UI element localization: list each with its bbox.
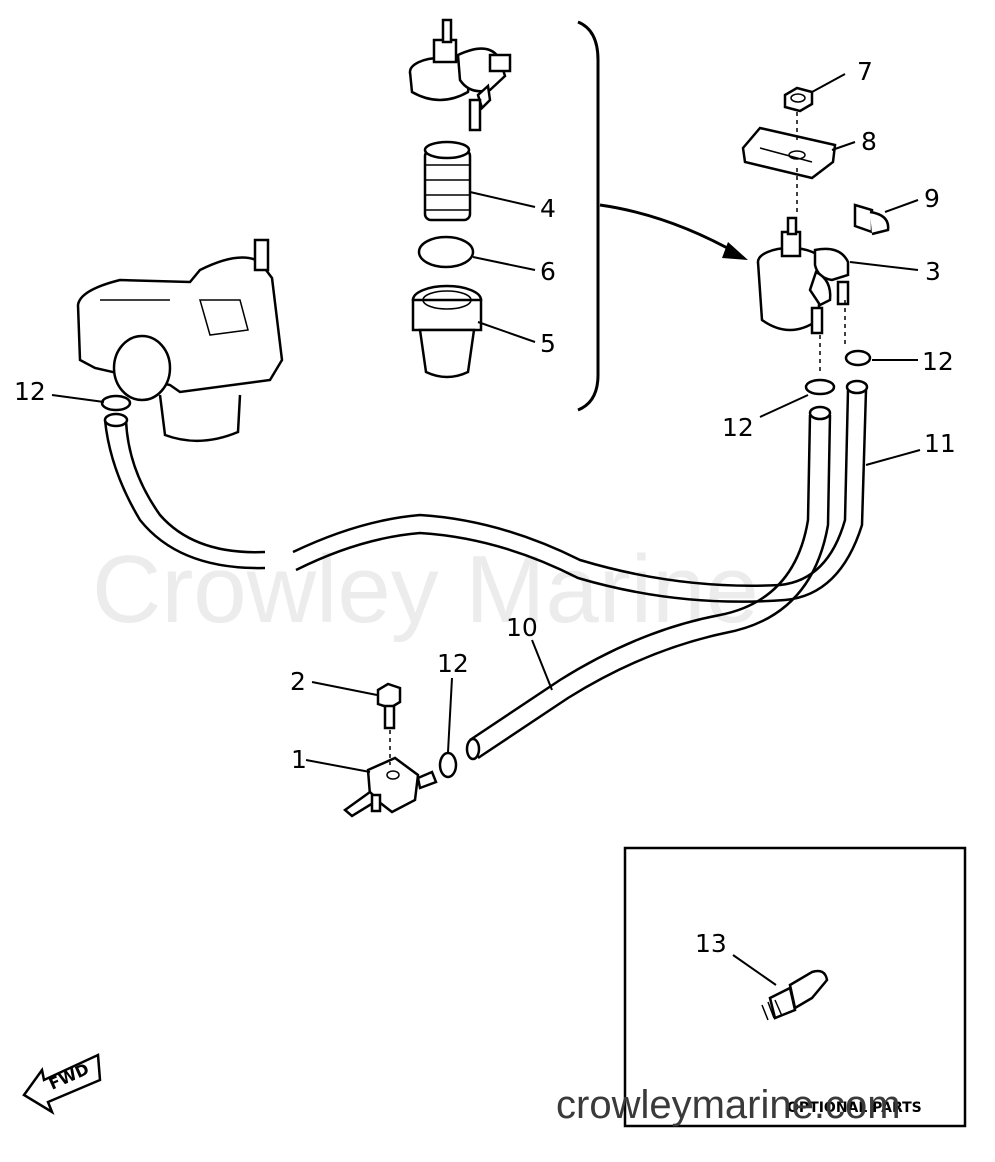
optional-parts-box (623, 846, 967, 1128)
callout-1: 1 (291, 745, 307, 774)
callout-7: 7 (857, 57, 873, 86)
group-bracket (577, 20, 600, 412)
callout-12-joint: 12 (437, 649, 469, 678)
joint (342, 756, 438, 818)
callout-2: 2 (290, 667, 306, 696)
clamp-filter-right (844, 349, 872, 367)
optional-part-connector (761, 969, 829, 1021)
callout-9: 9 (924, 184, 940, 213)
site-url: crowleymarine.com (556, 1083, 901, 1127)
callout-11: 11 (924, 429, 956, 458)
watermark-text: Crowley Marine (92, 536, 759, 643)
callout-3: 3 (925, 257, 941, 286)
filter-head-exploded (408, 18, 512, 132)
callout-12-filter-right: 12 (922, 347, 954, 376)
optional-parts-label: OPTIONAL PARTS (787, 1100, 922, 1116)
hose-11 (292, 389, 850, 587)
filter-element (423, 140, 472, 222)
callout-4: 4 (540, 194, 556, 223)
mounting-bracket (741, 126, 837, 180)
nut (783, 86, 814, 113)
carburetor (76, 238, 284, 443)
filter-cup (411, 284, 483, 379)
clamp-carb (100, 394, 132, 412)
callout-10: 10 (506, 613, 538, 642)
fwd-arrow: FWD (22, 1053, 102, 1116)
callout-12-carb: 12 (14, 377, 46, 406)
joint-bolt (376, 682, 402, 730)
hose-10 (469, 414, 812, 742)
bolt (853, 203, 890, 236)
callout-5: 5 (540, 329, 556, 358)
callout-13: 13 (695, 929, 727, 958)
clamp-filter-left (804, 378, 836, 396)
callout-8: 8 (861, 127, 877, 156)
fuel-filter-assembly (756, 216, 850, 335)
callout-6: 6 (540, 257, 556, 286)
clamp-joint (438, 751, 458, 779)
assembly-arrow (599, 203, 741, 257)
callout-12-filter-left: 12 (722, 413, 754, 442)
hose-carb (103, 419, 266, 570)
o-ring (417, 235, 475, 269)
